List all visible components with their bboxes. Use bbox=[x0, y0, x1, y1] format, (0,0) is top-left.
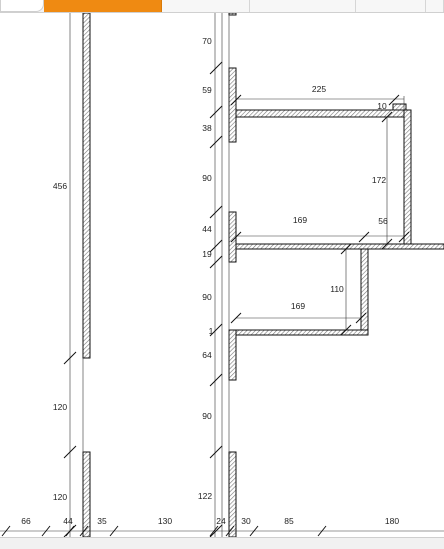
dim-lower-room-110: 110 bbox=[330, 284, 344, 294]
bottom-dimension-line bbox=[0, 525, 444, 537]
middle-wall bbox=[214, 13, 237, 537]
dim-mid-90-c: 90 bbox=[202, 411, 212, 421]
horizontal-scrollbar[interactable] bbox=[0, 537, 444, 549]
cad-drawing-canvas[interactable]: 456 120 120 70 59 38 90 44 19 90 1 64 90… bbox=[0, 13, 444, 537]
lower-room bbox=[235, 248, 369, 336]
dim-left-120-a: 120 bbox=[53, 402, 67, 412]
dim-mid-64: 64 bbox=[202, 350, 212, 360]
document-tab-bar bbox=[0, 0, 444, 13]
dim-mid-70: 70 bbox=[202, 36, 212, 46]
dim-mid-1: 1 bbox=[209, 326, 214, 336]
dim-lower-room-169: 169 bbox=[291, 301, 305, 311]
dim-bottom-24: 24 bbox=[216, 516, 226, 526]
dim-mid-19: 19 bbox=[202, 249, 212, 259]
tab-4[interactable] bbox=[250, 0, 356, 12]
dimension-labels: 456 120 120 70 59 38 90 44 19 90 1 64 90… bbox=[21, 36, 399, 526]
dim-mid-90-a: 90 bbox=[202, 173, 212, 183]
tab-5[interactable] bbox=[356, 0, 426, 12]
dim-bottom-130: 130 bbox=[158, 516, 172, 526]
dim-mid-122: 122 bbox=[198, 491, 212, 501]
tab-6[interactable] bbox=[426, 0, 444, 12]
dim-mid-59: 59 bbox=[202, 85, 212, 95]
tab-1[interactable] bbox=[0, 0, 44, 12]
dim-upper-room-10: 10 bbox=[377, 101, 387, 111]
dim-bottom-66: 66 bbox=[21, 516, 31, 526]
left-wall bbox=[69, 13, 91, 537]
dim-upper-room-169: 169 bbox=[293, 215, 307, 225]
dim-upper-room-56: 56 bbox=[378, 216, 388, 226]
middle-dimension-ticks bbox=[209, 61, 223, 537]
dim-left-456: 456 bbox=[53, 181, 67, 191]
dim-mid-44: 44 bbox=[202, 224, 212, 234]
room-dimension-ticks bbox=[230, 94, 410, 336]
dim-left-120-b: 120 bbox=[53, 492, 67, 502]
dim-bottom-180: 180 bbox=[385, 516, 399, 526]
dim-upper-room-172: 172 bbox=[372, 175, 386, 185]
dim-bottom-44: 44 bbox=[63, 516, 73, 526]
dim-bottom-30: 30 bbox=[241, 516, 251, 526]
upper-room bbox=[235, 96, 444, 250]
dim-mid-90-b: 90 bbox=[202, 292, 212, 302]
dim-bottom-85: 85 bbox=[284, 516, 294, 526]
tab-2-active[interactable] bbox=[44, 0, 162, 12]
dim-upper-room-225: 225 bbox=[312, 84, 326, 94]
dim-mid-38: 38 bbox=[202, 123, 212, 133]
tab-3[interactable] bbox=[162, 0, 250, 12]
dim-bottom-35: 35 bbox=[97, 516, 107, 526]
